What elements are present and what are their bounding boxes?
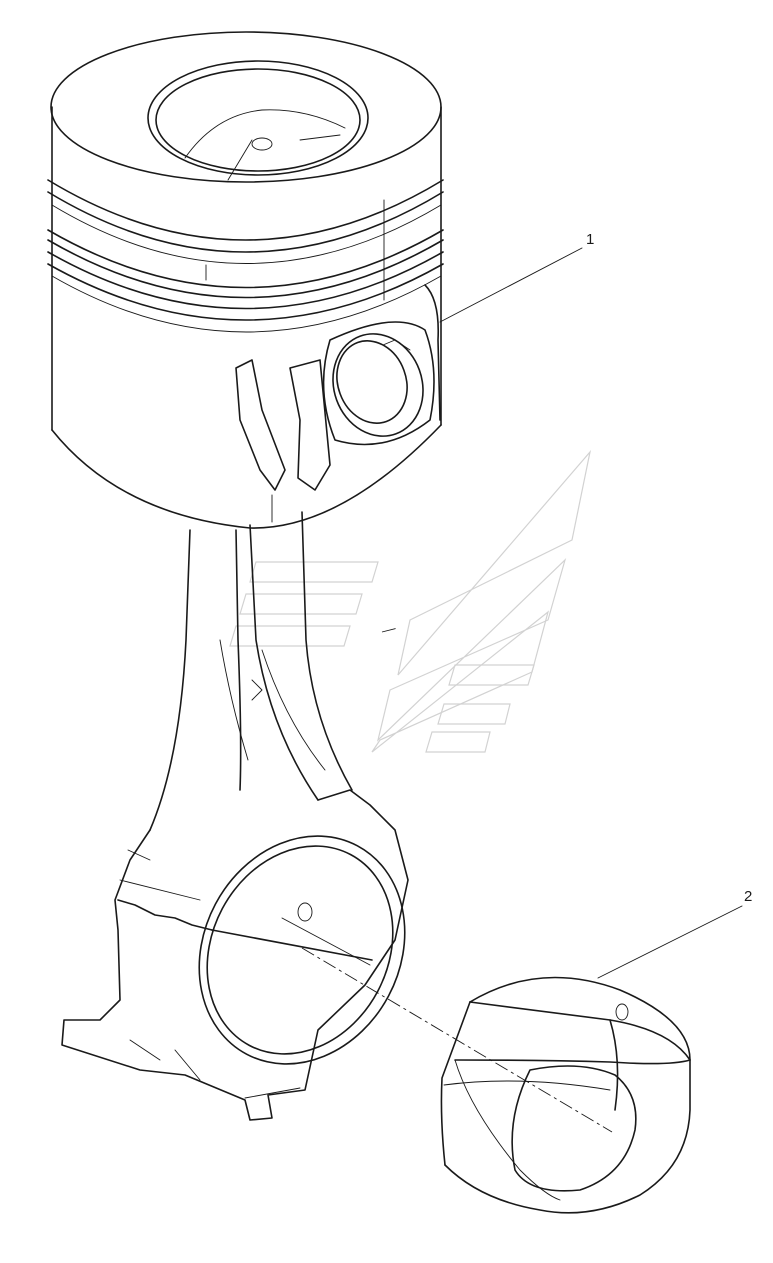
bearing-axis-line [301, 947, 613, 1133]
piston [47, 31, 444, 529]
connecting-rod [61, 511, 409, 1121]
vertical-axis-line [381, 627, 399, 633]
leader-line-1 [439, 247, 583, 323]
callout-1: 1 [586, 231, 594, 248]
callout-2: 2 [744, 888, 752, 905]
bushing [440, 976, 691, 1214]
leader-line-2 [597, 905, 743, 979]
watermark-logo [229, 449, 592, 753]
